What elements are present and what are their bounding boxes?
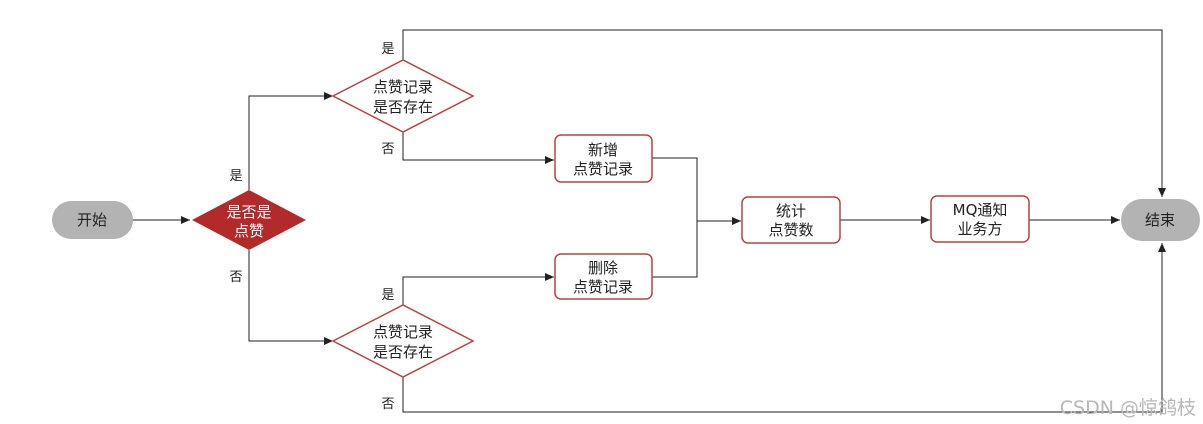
decision-is-liked: 是否是 点赞 [192,190,306,250]
process-mq-notify-line1: MQ通知 [953,201,1008,219]
edge-liked-yes [248,92,333,190]
process-delete-record-line2: 点赞记录 [573,278,633,296]
end-node: 结束 [1121,199,1200,241]
process-delete-record-line1: 删除 [588,259,618,277]
edge-top-yes [402,29,1166,197]
process-mq-notify-line2: 业务方 [957,220,1002,238]
decision-exists-top: 点赞记录 是否存在 [331,59,475,133]
watermark: CSDN @惊鸽枝 [1060,397,1196,419]
process-add-record-line1: 新增 [588,141,618,159]
process-count-likes-line1: 统计 [776,202,806,220]
start-node: 开始 [52,201,133,239]
edge-add-to-merge [652,157,698,221]
process-count-likes-line2: 点赞数 [768,221,813,239]
edge-delete-to-merge [652,221,698,278]
decision-exists-bottom: 点赞记录 是否存在 [331,304,475,378]
label-bottom-no: 否 [381,397,394,412]
edge-bottom-yes [402,273,554,305]
decision-exists-top-line2: 是否存在 [373,98,433,116]
decision-is-liked-line2: 点赞 [234,222,264,240]
process-count-likes: 统计 点赞数 [741,196,841,244]
process-add-record-line2: 点赞记录 [573,160,633,178]
label-liked-no: 否 [229,270,242,285]
edges [133,29,1166,413]
edge-top-no [402,132,554,164]
edge-bottom-no [402,243,1166,413]
process-delete-record: 删除 点赞记录 [554,253,653,300]
label-liked-yes: 是 [229,169,242,184]
decision-exists-top-line1: 点赞记录 [373,78,433,96]
decision-exists-bottom-line1: 点赞记录 [373,323,433,341]
label-bottom-yes: 是 [381,288,394,303]
label-top-yes: 是 [381,42,394,57]
end-label: 结束 [1145,211,1175,229]
edge-liked-no [248,250,333,345]
label-top-no: 否 [381,142,394,157]
process-mq-notify: MQ通知 业务方 [930,195,1030,243]
process-add-record: 新增 点赞记录 [554,134,653,183]
start-label: 开始 [77,211,107,229]
decision-is-liked-line1: 是否是 [226,203,271,221]
decision-exists-bottom-line2: 是否存在 [373,343,433,361]
